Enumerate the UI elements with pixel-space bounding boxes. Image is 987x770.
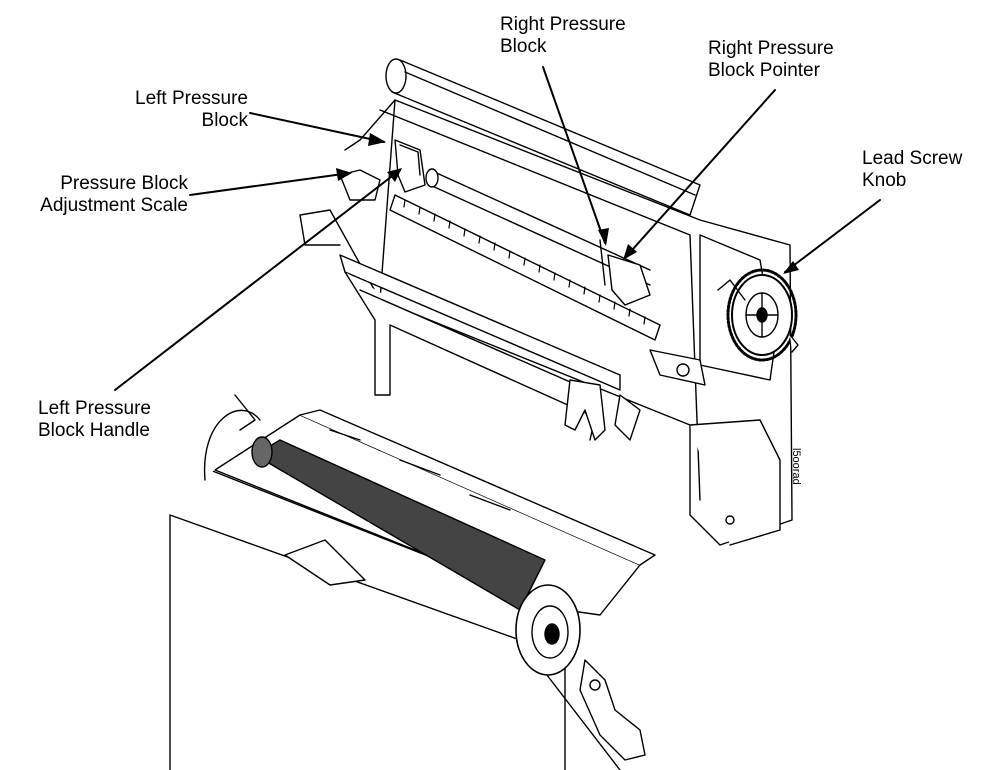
label-line: Adjustment Scale	[40, 195, 188, 216]
label-right-pressure-block-pointer: Right Pressure Block Pointer	[708, 38, 878, 82]
lead-screw-knob-gear	[717, 268, 799, 362]
callout-left-block-handle	[114, 169, 401, 391]
label-line: Knob	[862, 170, 907, 191]
callout-lines	[114, 66, 881, 391]
label-pressure-block-adjustment-scale: Pressure Block Adjustment Scale	[20, 173, 188, 217]
callout-left-pressure-block	[249, 112, 385, 143]
label-line: Block	[500, 36, 547, 57]
label-line: Block Handle	[38, 420, 150, 441]
callout-arrowheads	[336, 133, 799, 274]
label-left-pressure-block-handle: Left Pressure Block Handle	[38, 398, 198, 442]
label-line: Block Pointer	[708, 60, 820, 81]
lower-assembly	[169, 394, 656, 770]
label-line: Left Pressure	[38, 398, 151, 419]
label-lead-screw-knob: Lead Screw Knob	[862, 148, 982, 192]
figure-id: l5oorad	[790, 448, 802, 485]
callout-lead-screw-knob	[784, 199, 881, 273]
label-line: Block	[201, 110, 248, 131]
label-left-pressure-block: Left Pressure Block	[100, 88, 248, 132]
callout-right-block-pointer	[624, 89, 776, 259]
adjustment-scale-ticks	[403, 199, 646, 325]
label-line: Right Pressure	[708, 38, 834, 59]
callout-right-pressure-block	[542, 66, 606, 244]
label-line: Lead Screw	[862, 148, 963, 169]
label-line: Right Pressure	[500, 14, 626, 35]
label-right-pressure-block: Right Pressure Block	[500, 14, 660, 58]
label-line: Pressure Block	[60, 173, 188, 194]
label-line: Left Pressure	[135, 88, 248, 109]
callout-adjustment-scale	[189, 172, 351, 196]
